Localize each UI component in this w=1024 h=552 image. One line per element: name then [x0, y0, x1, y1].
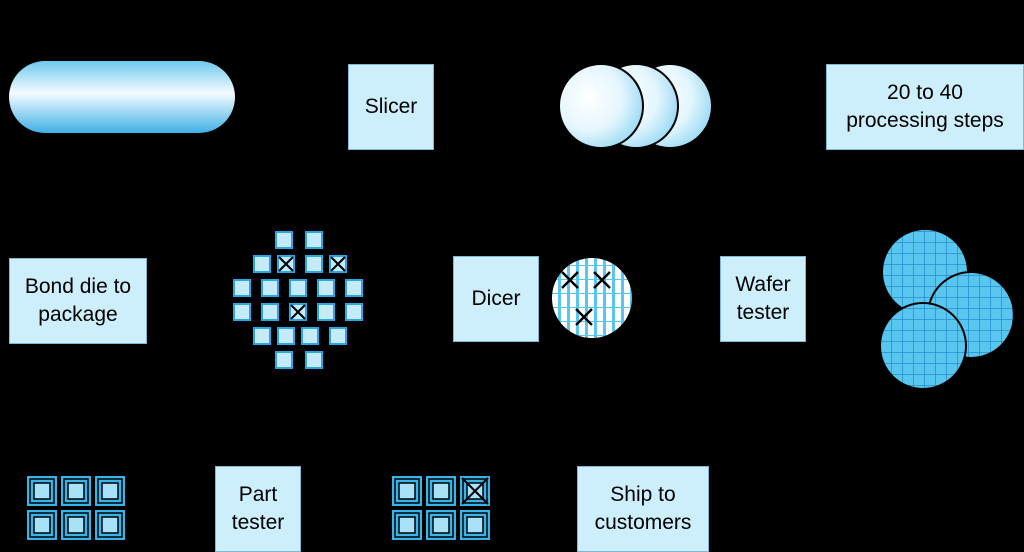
wafer-tester-box: Wafer tester	[720, 256, 806, 342]
wafer-tester-label: Wafer tester	[735, 273, 791, 324]
die	[317, 303, 335, 321]
tested-dies-icon	[233, 231, 363, 369]
tested-packaged-dies-icon	[392, 476, 490, 540]
processing-steps-label: 20 to 40 processing steps	[846, 81, 1004, 132]
defective-package	[460, 476, 490, 506]
package	[460, 510, 490, 540]
package	[27, 510, 57, 540]
blank-wafers-icon	[558, 63, 713, 149]
package	[392, 476, 422, 506]
patterned-wafers-icon	[879, 228, 1015, 390]
ship-to-customers-label: Ship to customers	[594, 483, 692, 534]
die	[261, 279, 279, 297]
die	[253, 327, 271, 345]
die	[329, 327, 347, 345]
part-tester-label: Part tester	[231, 483, 285, 534]
die	[305, 231, 323, 249]
slicer-label: Slicer	[364, 95, 418, 118]
part-tester-box: Part tester	[215, 466, 301, 552]
package	[95, 510, 125, 540]
defective-die	[329, 255, 347, 273]
package	[426, 476, 456, 506]
defective-die	[289, 303, 307, 321]
package	[27, 476, 57, 506]
package	[95, 476, 125, 506]
die	[261, 303, 279, 321]
die	[305, 255, 323, 273]
package	[61, 510, 91, 540]
processing-steps-box: 20 to 40 processing steps	[826, 64, 1024, 150]
die	[275, 231, 293, 249]
package	[61, 476, 91, 506]
defective-die	[277, 255, 295, 273]
die	[275, 351, 293, 369]
tested-wafer-icon	[550, 256, 634, 340]
silicon-ingot-icon	[9, 61, 235, 133]
slicer-box: Slicer	[348, 64, 434, 150]
die	[233, 279, 251, 297]
die	[345, 279, 363, 297]
package	[392, 510, 422, 540]
die	[289, 279, 307, 297]
bond-die-label: Bond die to package	[24, 275, 132, 326]
die	[233, 303, 251, 321]
die	[253, 255, 271, 273]
die	[277, 327, 295, 345]
dicer-box: Dicer	[453, 256, 539, 342]
bond-die-box: Bond die to package	[9, 258, 147, 344]
die	[301, 327, 319, 345]
die	[345, 303, 363, 321]
package	[426, 510, 456, 540]
ship-to-customers-box: Ship to customers	[577, 466, 709, 552]
dicer-label: Dicer	[471, 287, 521, 310]
die	[317, 279, 335, 297]
packaged-dies-icon	[27, 476, 125, 540]
die	[305, 351, 323, 369]
